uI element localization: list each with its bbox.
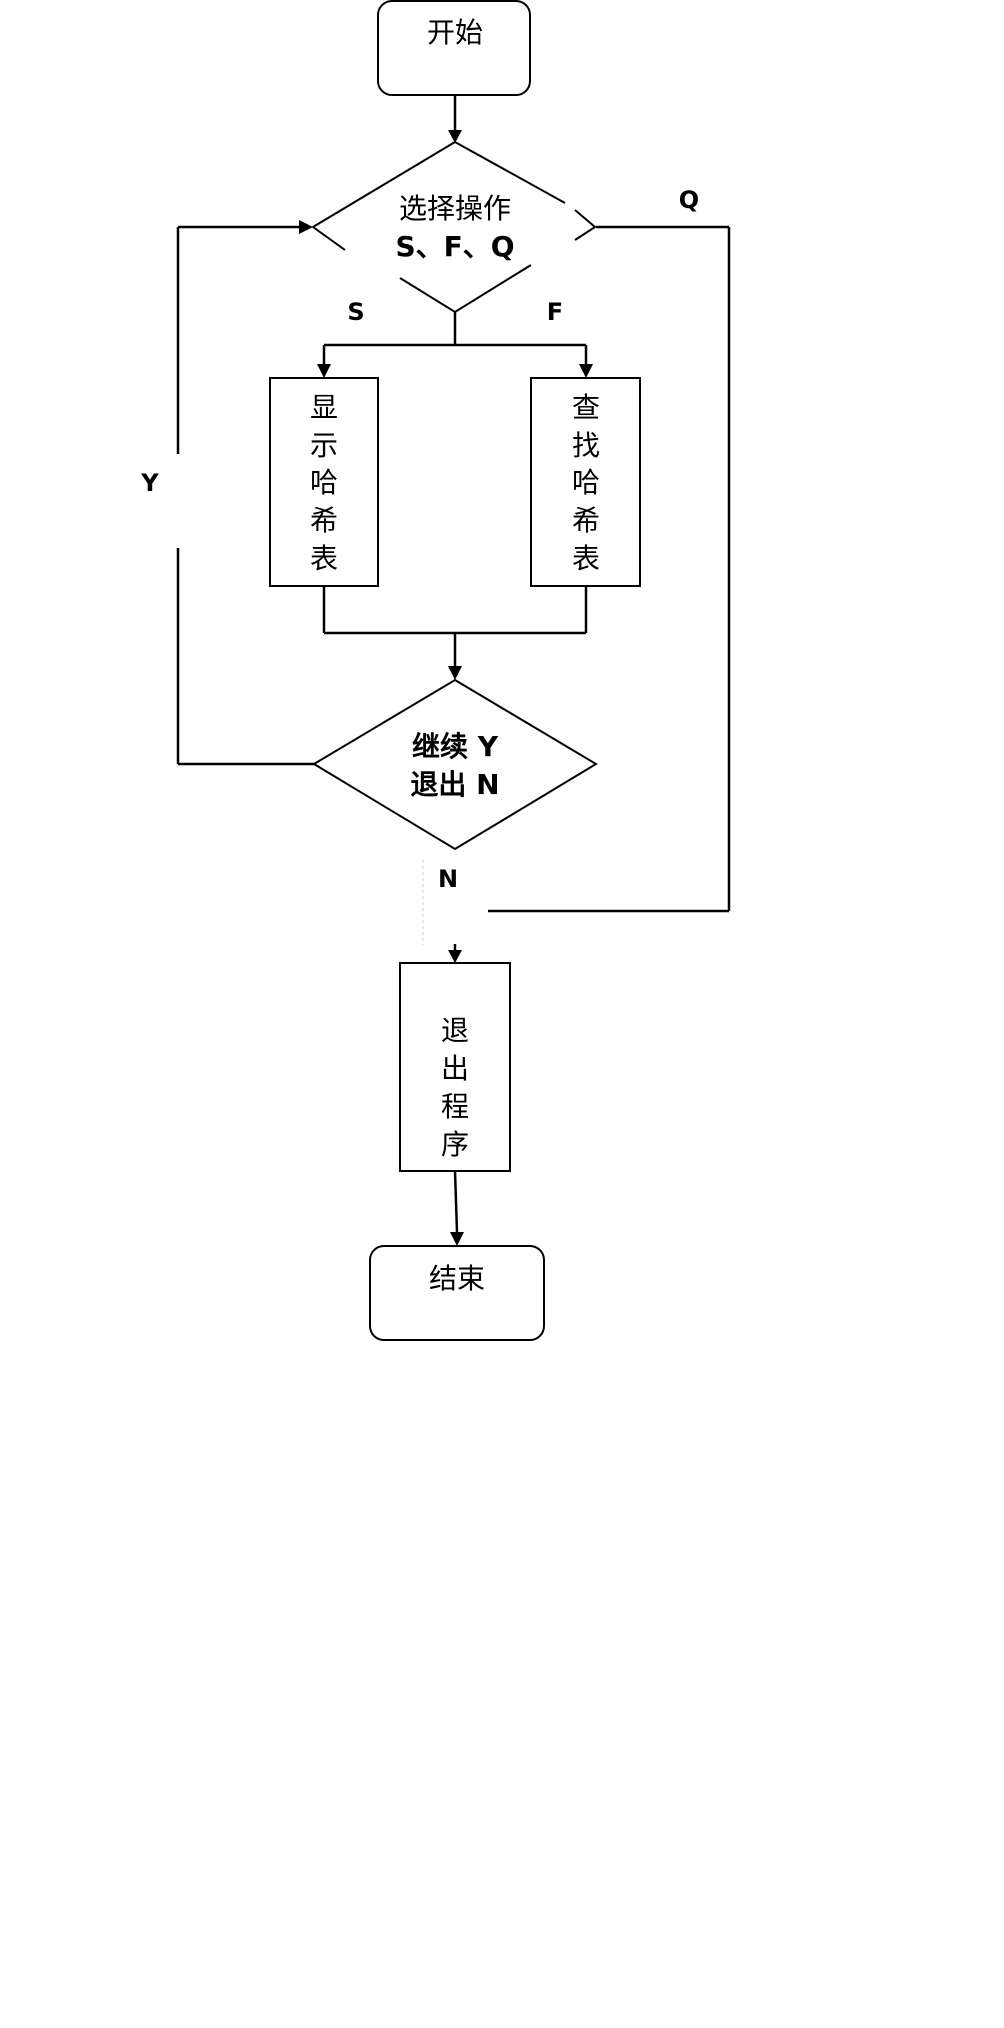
arrow-to-end (450, 1232, 464, 1246)
edge-label-q: Q (679, 186, 699, 214)
start-label: 开始 (427, 16, 483, 49)
find-hash-char: 找 (572, 429, 600, 462)
choose-op-line2: S、F、Q (395, 230, 514, 263)
show-hash-char: 希 (310, 504, 338, 537)
show-hash-char: 显 (310, 391, 338, 424)
edge-label-n: N (438, 865, 458, 893)
arrow-to-find-hash (579, 364, 593, 378)
show-hash-node (269, 377, 379, 587)
show-hash-char: 示 (310, 429, 338, 462)
continue-exit-line1: 继续 Y (412, 730, 499, 763)
find-hash-char: 查 (572, 391, 600, 424)
find-hash-node (530, 377, 641, 587)
exit-program-char: 程 (441, 1090, 469, 1123)
arrow-to-exit-program (448, 950, 462, 963)
exit-program-char: 退 (441, 1014, 469, 1047)
arrow-to-continue (448, 666, 462, 680)
arrow-start-to-choose (448, 130, 462, 143)
arrow-to-show-hash (317, 364, 331, 378)
end-label: 结束 (429, 1262, 485, 1295)
exit-program-node (399, 962, 511, 1172)
continue-exit-line2: 退出 N (410, 768, 499, 801)
exit-program-char: 出 (441, 1052, 469, 1085)
arrow-to-choose-loop (299, 220, 313, 234)
show-hash-char: 表 (310, 542, 338, 575)
exit-program-char: 序 (441, 1128, 469, 1161)
edge-label-s: S (347, 298, 364, 326)
edge-exit-to-end (453, 1170, 459, 1233)
choose-op-line1: 选择操作 (399, 192, 511, 225)
continue-exit-diamond (312, 678, 598, 851)
find-hash-char: 表 (572, 542, 600, 575)
find-hash-char: 哈 (572, 466, 600, 499)
choose-op-diamond (311, 141, 597, 314)
show-hash-char: 哈 (310, 466, 338, 499)
edge-label-f: F (547, 298, 563, 326)
find-hash-char: 希 (572, 504, 600, 537)
edge-label-y: Y (140, 469, 159, 497)
